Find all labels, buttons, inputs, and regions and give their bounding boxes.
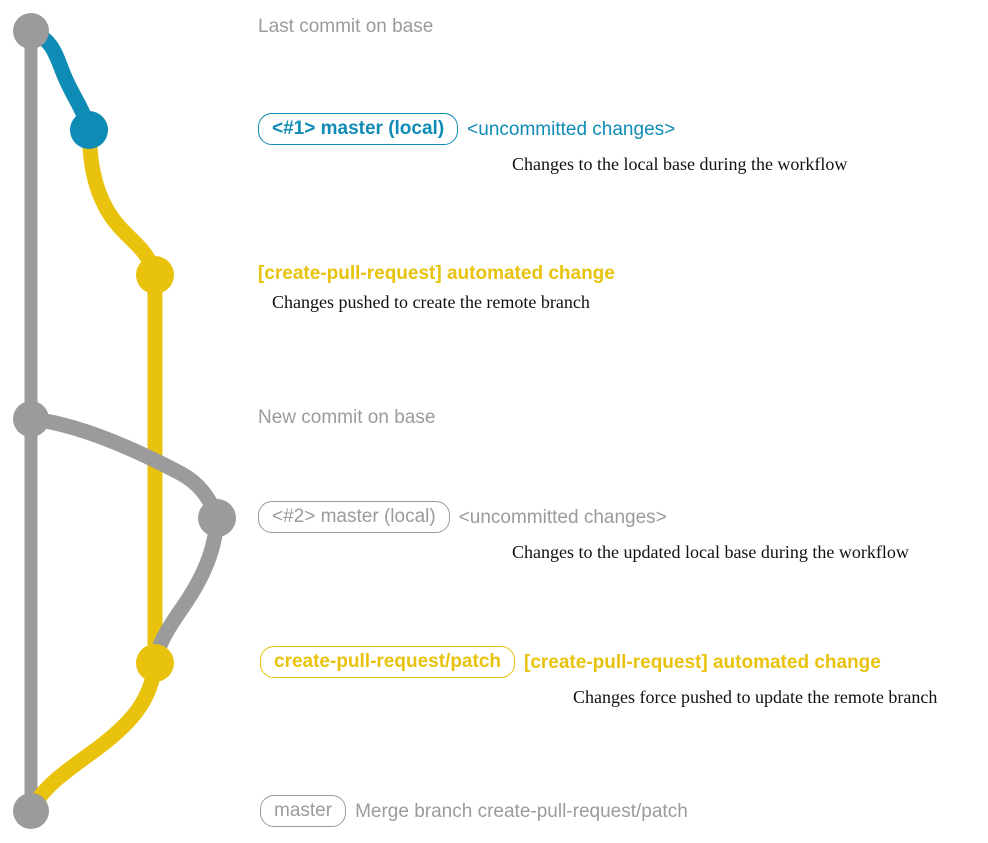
commit-entry-local-2: <#2> master (local) <uncommitted changes…: [258, 501, 909, 563]
commit-node-merge[interactable]: [13, 793, 49, 829]
commit-entry-merge: master Merge branch create-pull-request/…: [260, 795, 688, 827]
commit-entry-patch-2: create-pull-request/patch [create-pull-r…: [260, 646, 937, 708]
commit-message: <uncommitted changes>: [467, 118, 676, 140]
branch-line-gold-upper: [81, 122, 163, 283]
branch-badge-local-1[interactable]: <#1> master (local): [258, 113, 459, 145]
commit-node-base-new[interactable]: [13, 401, 49, 437]
commit-node-local-1[interactable]: [70, 111, 108, 149]
commit-description: Changes to the updated local base during…: [512, 542, 909, 562]
commit-row: master Merge branch create-pull-request/…: [260, 795, 688, 827]
commit-row: New commit on base: [258, 408, 435, 427]
commit-message: New commit on base: [258, 407, 436, 428]
commit-message: Merge branch create-pull-request/patch: [355, 800, 688, 822]
commit-description: Changes force pushed to update the remot…: [573, 687, 938, 707]
commit-message: <uncommitted changes>: [458, 506, 667, 528]
commit-node-patch-1[interactable]: [136, 256, 174, 294]
branch-line-gray-to-local2: [23, 411, 225, 526]
commit-row: create-pull-request/patch [create-pull-r…: [260, 646, 937, 678]
commit-node-local-2[interactable]: [198, 499, 236, 537]
branch-badge-master[interactable]: master: [260, 795, 347, 827]
commit-node-patch-2[interactable]: [136, 644, 174, 682]
commit-node-base-last[interactable]: [13, 13, 49, 49]
commit-row: <#1> master (local) <uncommitted changes…: [258, 113, 847, 145]
commit-entry-patch-1: [create-pull-request] automated change C…: [258, 264, 615, 313]
commit-nodes: [13, 13, 236, 829]
commit-row: [create-pull-request] automated change: [258, 264, 615, 283]
branch-badge-local-2[interactable]: <#2> master (local): [258, 501, 450, 533]
branch-badge-create-pull-request-patch[interactable]: create-pull-request/patch: [260, 646, 515, 678]
commit-description: Changes pushed to create the remote bran…: [272, 292, 590, 312]
commit-row: Last commit on base: [258, 17, 433, 36]
commit-description: Changes to the local base during the wor…: [512, 154, 848, 174]
commit-message: [create-pull-request] automated change: [258, 263, 615, 284]
commit-message: Last commit on base: [258, 16, 434, 37]
commit-entry-new-commit-on-base: New commit on base: [258, 408, 435, 427]
commit-entry-local-1: <#1> master (local) <uncommitted changes…: [258, 113, 847, 175]
branch-line-gold-to-merge: [23, 655, 163, 819]
commit-row: <#2> master (local) <uncommitted changes…: [258, 501, 909, 533]
commit-message: [create-pull-request] automated change: [524, 651, 881, 673]
commit-entry-last-commit-on-base: Last commit on base: [258, 17, 433, 36]
